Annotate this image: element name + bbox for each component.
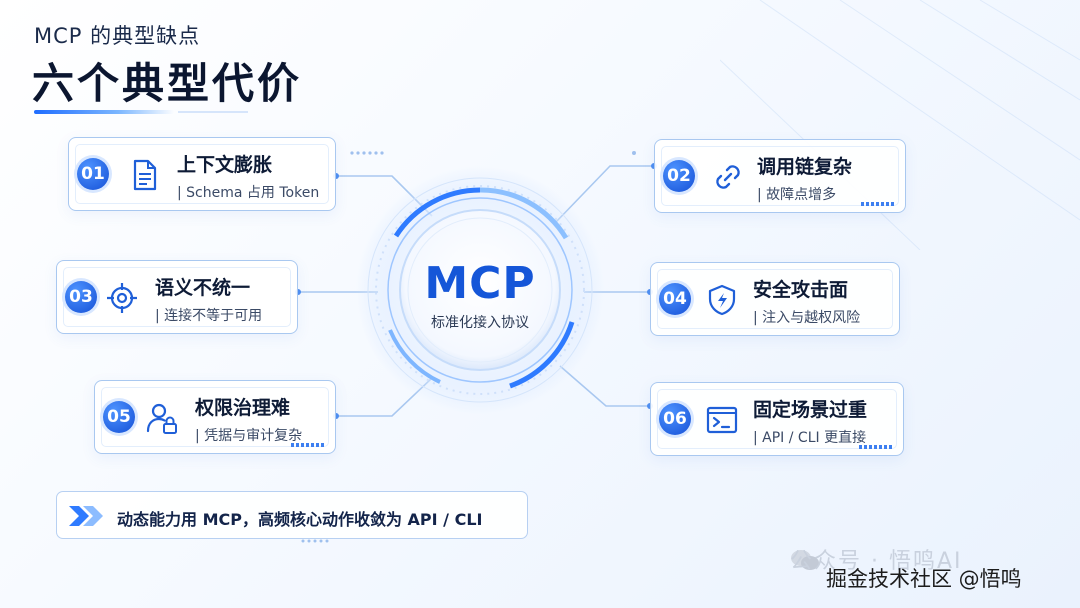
card-number-badge: 03 xyxy=(65,281,97,313)
document-icon xyxy=(133,159,157,191)
connector-02 xyxy=(555,165,654,223)
title-underline-secondary xyxy=(178,111,248,113)
card-description: | Schema 占用 Token xyxy=(177,185,320,201)
card-dash-decoration xyxy=(859,445,893,449)
card-number-badge: 06 xyxy=(659,403,691,435)
card-description: | 注入与越权风险 xyxy=(753,310,861,326)
connector-06 xyxy=(559,365,650,407)
double-chevron-icon xyxy=(69,506,103,526)
card-description: | 凭据与审计复杂 xyxy=(195,428,303,444)
card-title: 调用链复杂 xyxy=(757,156,853,178)
page-title: 六个典型代价 xyxy=(32,59,303,108)
cost-card-03: 03 语义不统一 | 连接不等于可用 xyxy=(56,260,298,334)
card-title: 权限治理难 xyxy=(195,397,291,419)
summary-banner: 动态能力用 MCP，高频核心动作收敛为 API / CLI xyxy=(56,491,528,539)
user-lock-icon xyxy=(146,403,177,434)
card-number-badge: 01 xyxy=(77,158,109,190)
cost-card-01: 01 上下文膨胀 | Schema 占用 Token xyxy=(68,137,336,211)
cost-card-04: 04 安全攻击面 | 注入与越权风险 xyxy=(650,262,900,336)
summary-text: 动态能力用 MCP，高频核心动作收敛为 API / CLI xyxy=(117,510,483,529)
card-description: | 连接不等于可用 xyxy=(155,308,263,324)
hub-label: MCP xyxy=(424,258,536,309)
banner-dot-decoration xyxy=(301,539,329,543)
card-description: | API / CLI 更直接 xyxy=(753,430,867,446)
hub-caption: 标准化接入协议 xyxy=(431,315,529,331)
watermark-faded: 公众号 · 悟鸣AI xyxy=(790,549,963,574)
card-dash-decoration xyxy=(291,443,325,447)
card-title: 语义不统一 xyxy=(155,277,251,299)
card-number-badge: 04 xyxy=(659,283,691,315)
connector-01 xyxy=(336,175,433,217)
cost-card-06: 06 固定场景过重 | API / CLI 更直接 xyxy=(650,382,904,456)
card-dash-decoration xyxy=(861,202,895,206)
crosshair-icon xyxy=(107,283,137,313)
card-description: | 故障点增多 xyxy=(757,187,837,203)
terminal-icon xyxy=(706,406,738,434)
card-title: 固定场景过重 xyxy=(753,399,868,421)
watermark-main: 掘金技术社区 @悟鸣 xyxy=(826,567,1022,591)
cost-card-05: 05 权限治理难 | 凭据与审计复杂 xyxy=(94,380,336,454)
connector-05 xyxy=(336,377,433,417)
link-icon xyxy=(716,165,740,189)
wechat-icon xyxy=(791,550,819,570)
card-number-badge: 02 xyxy=(663,160,695,192)
card-title: 安全攻击面 xyxy=(753,279,849,301)
decor-dots xyxy=(350,151,636,155)
shield-icon xyxy=(708,284,736,316)
card-title: 上下文膨胀 xyxy=(177,154,273,176)
card-number-badge: 05 xyxy=(103,401,135,433)
cost-card-02: 02 调用链复杂 | 故障点增多 xyxy=(654,139,906,213)
title-underline xyxy=(34,110,174,114)
page-subtitle: MCP 的典型缺点 xyxy=(34,24,201,48)
